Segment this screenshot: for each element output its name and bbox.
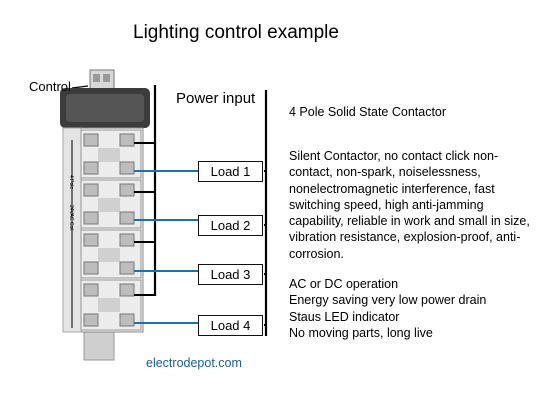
load-returns [264, 170, 266, 326]
description-paragraph: Silent Contactor, no contact click non-c… [289, 149, 530, 261]
coil-module-face [66, 94, 144, 122]
input-jumpers [134, 142, 155, 296]
load-4-box: Load 4 [198, 315, 263, 336]
power-input-label: Power input [176, 90, 256, 107]
ssr-module-3 [80, 229, 142, 279]
load-wires [134, 170, 198, 324]
side-text-poles: 4 Pole [68, 175, 74, 189]
description-heading: 4 Pole Solid State Contactor [289, 105, 447, 119]
load-2-box: Load 2 [198, 215, 263, 236]
load-1-box: Load 1 [198, 161, 263, 182]
control-label: Control [29, 79, 71, 94]
feature-item: AC or DC operation [289, 277, 399, 291]
control-screw-1 [93, 74, 100, 82]
ssr-module-1 [80, 129, 142, 179]
load-3-box: Load 3 [198, 264, 263, 285]
feature-item: Energy saving very low power drain [289, 293, 487, 308]
ssr-module-4 [80, 279, 142, 331]
website-link[interactable]: electrodepot.com [146, 356, 242, 370]
feature-item: No moving parts, long live [289, 325, 433, 340]
ssr-module-2 [80, 179, 142, 229]
control-screw-2 [103, 74, 110, 82]
control-pointer [71, 85, 89, 89]
side-text-coil: 24VAC Coil [68, 205, 74, 230]
feature-list: AC or DC operation Energy saving very lo… [289, 276, 486, 341]
diagram-title: Lighting control example [133, 22, 339, 43]
feature-item: Staus LED indicator [289, 309, 400, 324]
